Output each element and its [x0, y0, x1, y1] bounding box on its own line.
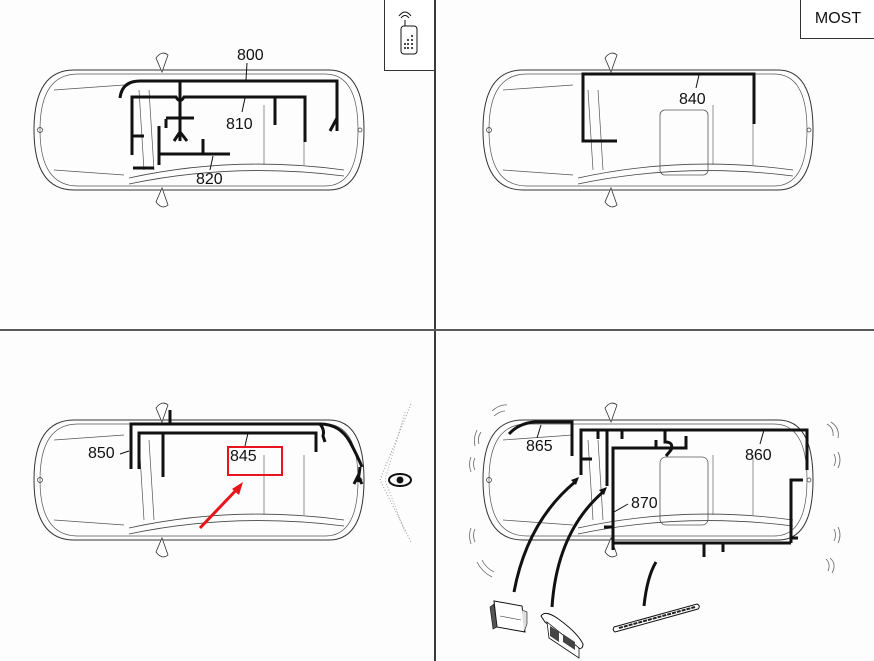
remote-key-icon — [398, 11, 418, 55]
label-820: 820 — [196, 171, 223, 188]
panel-harness-800: 800 810 820 — [0, 0, 435, 330]
car-diagram — [33, 52, 365, 208]
label-800: 800 — [237, 47, 264, 64]
label-810: 810 — [226, 116, 253, 133]
car-diagram — [469, 402, 841, 659]
car-diagram — [482, 52, 814, 208]
panel-harness-840: 840 — [437, 0, 874, 330]
eye-icon — [379, 403, 412, 543]
pointer-arrow — [198, 483, 243, 530]
door-handle-icon — [540, 612, 584, 659]
label-860: 860 — [745, 447, 772, 464]
most-badge: MOST — [800, 0, 874, 39]
label-865: 865 — [526, 438, 553, 455]
sill-antenna-icon — [612, 603, 700, 633]
label-850: 850 — [88, 445, 115, 462]
car-diagram — [33, 402, 412, 558]
highlight-box-845 — [227, 446, 283, 476]
remote-key-badge — [384, 0, 435, 71]
control-module-icon — [489, 600, 528, 633]
panel-harness-860-870: 865 860 870 — [437, 332, 874, 661]
label-845: 845 — [230, 448, 257, 465]
most-label: MOST — [814, 10, 862, 27]
label-840: 840 — [679, 91, 706, 108]
label-870: 870 — [631, 495, 658, 512]
sensor-waves — [469, 404, 841, 578]
horizontal-divider — [0, 329, 874, 331]
panel-harness-850: 850 — [0, 332, 435, 661]
